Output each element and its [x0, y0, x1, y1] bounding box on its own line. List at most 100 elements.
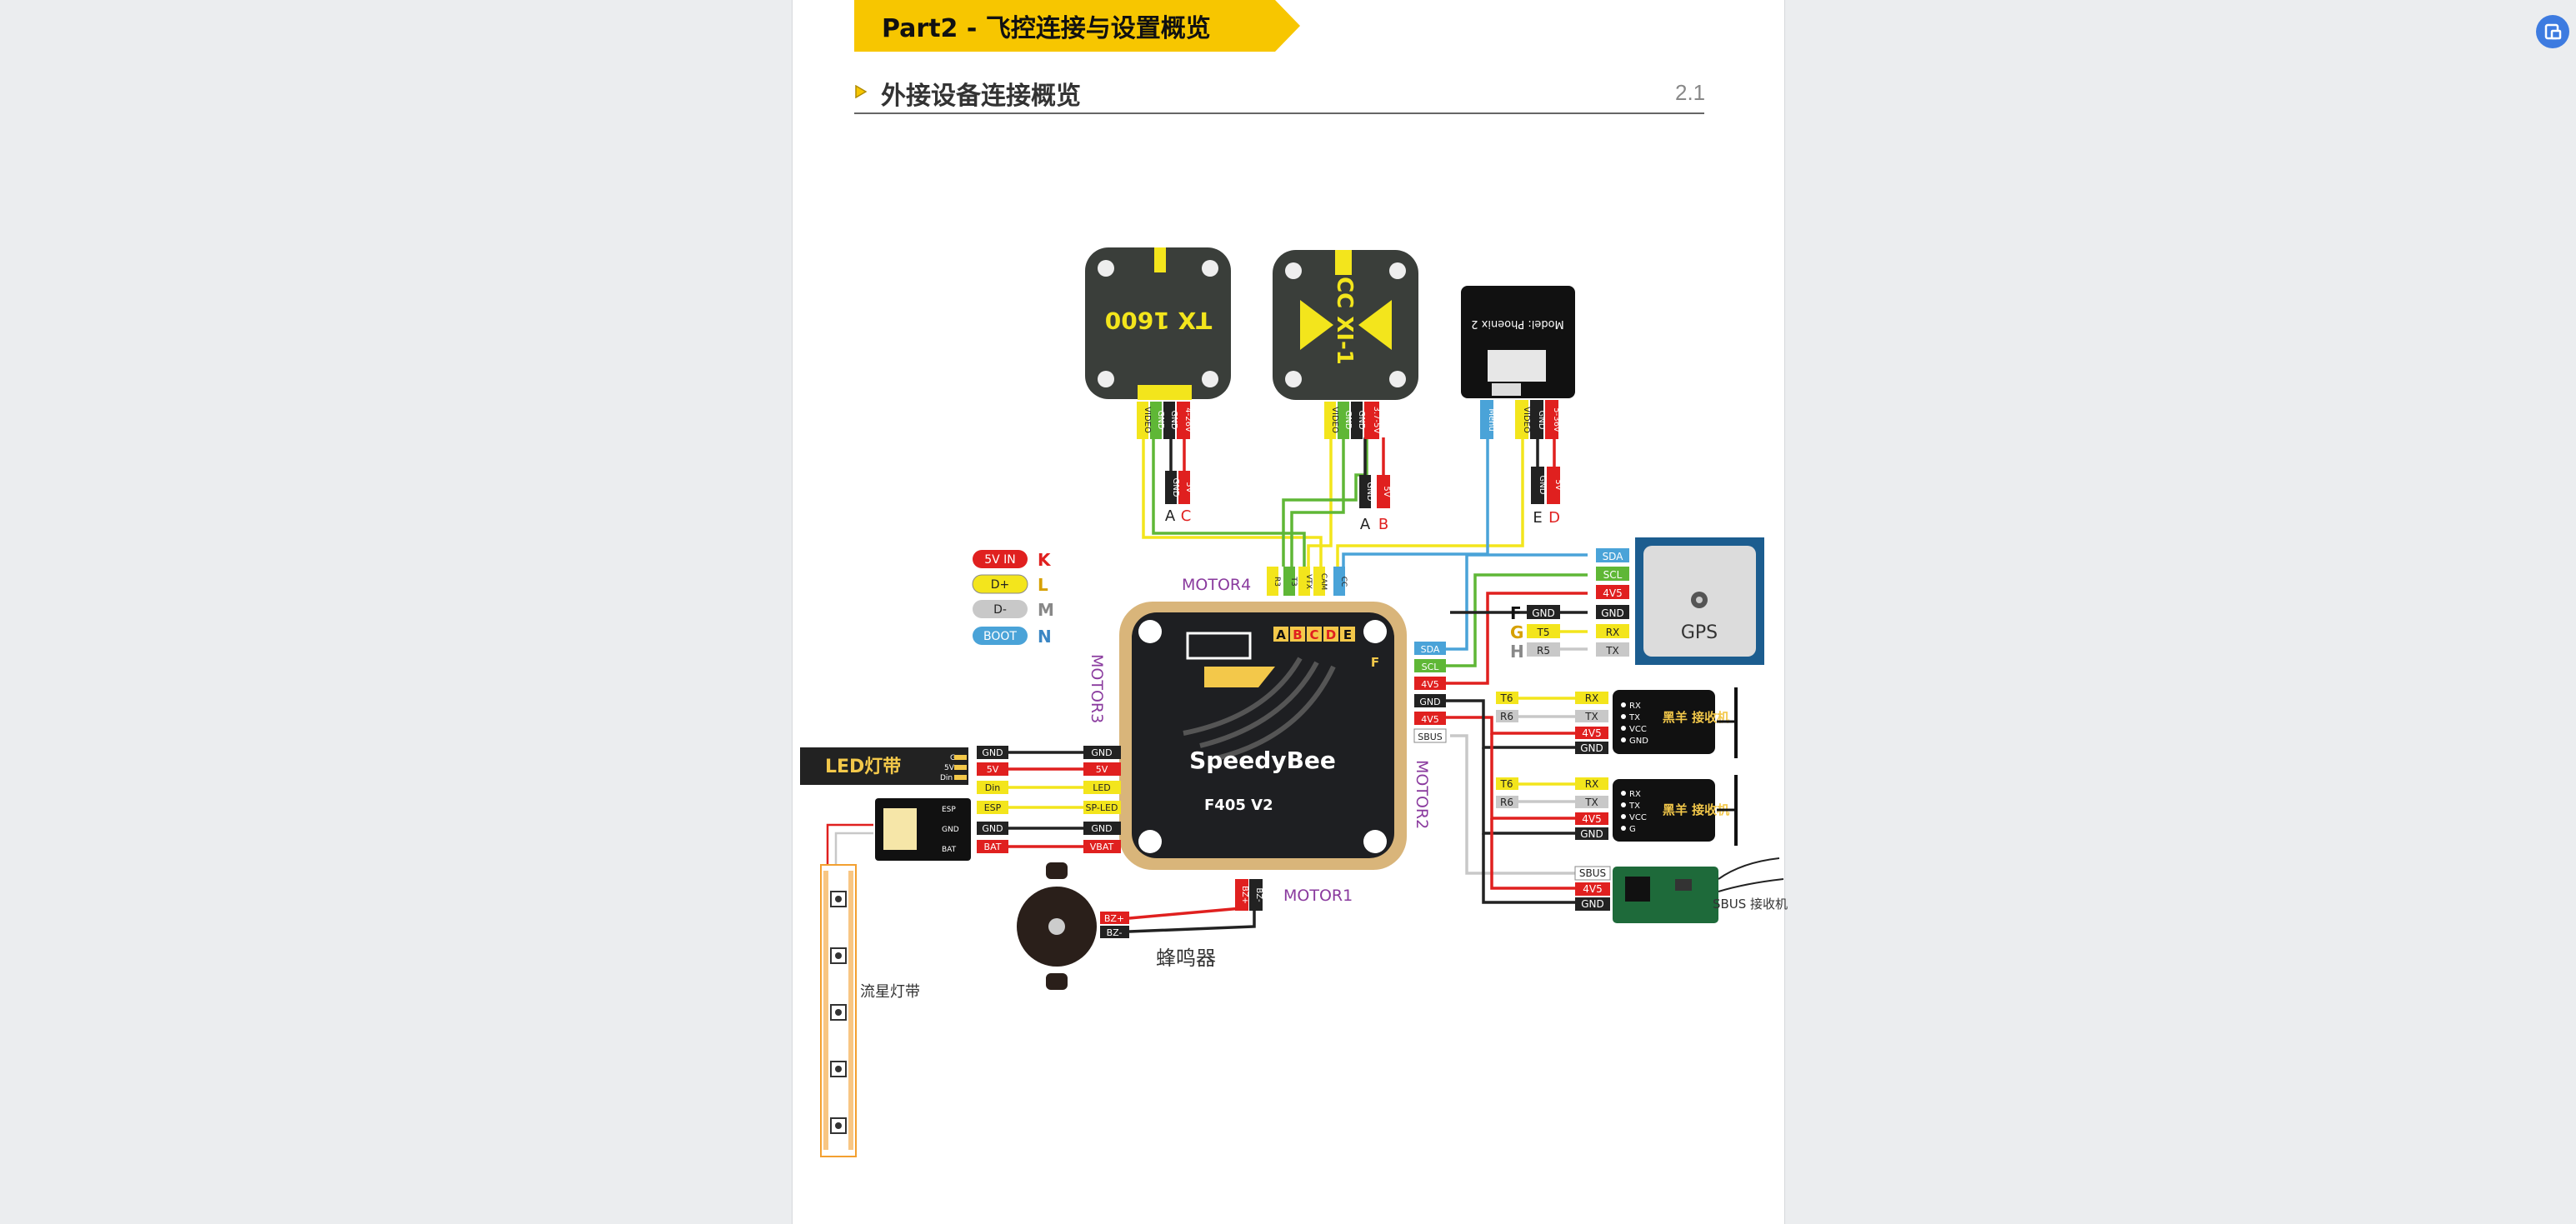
receiver-1: T6 R6 RX TX 4V5 GND RX TX VCC GND 黑羊 接收机 — [1496, 687, 1738, 758]
fc-top-pads: R3 T3 VTX CAM CC — [1267, 567, 1348, 596]
gps-letter-h: H — [1510, 642, 1524, 662]
camera-lead-5v: 5V — [1553, 479, 1563, 490]
led-wire-right-1: GND — [1091, 747, 1112, 758]
meteor-strip-label: 流星灯带 — [860, 983, 920, 1001]
section-arrow-icon — [855, 85, 867, 98]
vtx2-pin-video: VIDEO — [1330, 407, 1339, 433]
rx2-module-pin-g: G — [1629, 825, 1636, 834]
rx1-module-pin-tx: TX — [1628, 713, 1640, 722]
rx2-label: 黑羊 接收机 — [1663, 802, 1729, 817]
gps-pin-sda: SDA — [1603, 551, 1624, 562]
led-wire-right-4: SP-LED — [1086, 802, 1118, 813]
rx2-pin-tx: TX — [1584, 797, 1598, 808]
vtx1-letter-c: C — [1181, 507, 1192, 525]
led-wire-left-4: ESP — [984, 802, 1002, 813]
receiver-2: T6 R6 RX TX 4V5 GND RX TX VCC G 黑羊 接收机 — [1496, 775, 1738, 846]
rx1-module-pin-vcc: VCC — [1629, 725, 1647, 734]
fc-pad-vtx: VTX — [1304, 574, 1313, 589]
legend-letter-k: K — [1038, 550, 1052, 570]
buzzer-pin-minus: BZ- — [1107, 927, 1123, 938]
rx2-fc-pad-t6: T6 — [1500, 778, 1513, 790]
fc-pad-r3: R3 — [1273, 577, 1281, 587]
fc-pad-sbus: SBUS — [1418, 732, 1443, 742]
fc-letter-c: C — [1309, 627, 1318, 642]
sbus-pin-gnd: GND — [1581, 898, 1604, 910]
led-wire-left-3: Din — [985, 782, 1001, 793]
vtx1-letter-a: A — [1165, 507, 1176, 525]
vtx2-letter-b: B — [1378, 516, 1388, 533]
fc-pad-gnd: GND — [1419, 697, 1440, 707]
fc-model: F405 V2 — [1204, 797, 1273, 814]
legend-letter-l: L — [1038, 575, 1048, 595]
sbus-pin-sbus: SBUS — [1579, 867, 1606, 879]
rx2-module-pin-vcc: VCC — [1629, 813, 1647, 822]
rx2-module-pin-rx: RX — [1629, 790, 1641, 799]
rx2-fc-pad-r6: R6 — [1500, 797, 1513, 808]
fc-letter-a: A — [1276, 627, 1286, 642]
fc-side-letter-f: F — [1371, 655, 1379, 670]
vtx1-pin-gnd-b: GND — [1169, 411, 1178, 430]
rx1-fc-pad-r6: R6 — [1500, 711, 1513, 722]
led-strip-pin-5v: 5V — [944, 764, 955, 772]
vtx-cc: CC XI-1 — [1273, 250, 1418, 400]
led-strip-pin-din: Din — [940, 774, 953, 782]
gps-pin-tx: TX — [1605, 645, 1619, 657]
fc-pad-scl: SCL — [1422, 662, 1440, 672]
led-wire-right-5: GND — [1091, 823, 1112, 834]
camera-phoenix: Model: Phoenix 2 — [1461, 286, 1575, 398]
camera-pin-menu: Menu — [1487, 408, 1496, 431]
led-strip: LED灯带 G 5V Din — [800, 747, 968, 785]
rx2-pin-rx: RX — [1585, 778, 1599, 790]
motor2-label: MOTOR2 — [1413, 760, 1431, 829]
led-wire-right-6: VBAT — [1090, 842, 1114, 852]
vtx1-pin-video: VIDEO — [1143, 407, 1152, 433]
meteor-strip: 流星灯带 — [820, 864, 920, 1157]
rx2-pin-gnd: GND — [1580, 828, 1603, 840]
rx1-module-pin-rx: RX — [1629, 702, 1641, 711]
buzzer-label: 蜂鸣器 — [1156, 947, 1216, 970]
vtx2-letter-a: A — [1360, 516, 1371, 533]
vtx1-lead-5v: 5V — [1184, 482, 1193, 492]
rx1-label: 黑羊 接收机 — [1663, 710, 1729, 725]
vtx2-pin-power: 3.7-5V — [1372, 407, 1381, 434]
gps-fc-pad-r5: R5 — [1537, 645, 1550, 657]
legend-pad-5vin: 5V IN — [984, 553, 1016, 567]
rx2-pin-4v5: 4V5 — [1582, 813, 1601, 825]
section-number: 2.1 — [1675, 80, 1706, 105]
gps-module: GPS — [1635, 537, 1764, 665]
led-module-pin-esp: ESP — [942, 806, 956, 814]
floating-action-button[interactable] — [2536, 15, 2569, 48]
rx1-pin-4v5: 4V5 — [1582, 727, 1601, 739]
gps-letter-f: F — [1510, 603, 1522, 623]
gps-pin-scl: SCL — [1603, 569, 1623, 581]
led-harness-labels: GND 5V Din ESP GND BAT GND 5V LED SP-LED… — [977, 746, 1121, 853]
rx1-pin-gnd: GND — [1580, 742, 1603, 754]
led-module-pin-bat: BAT — [942, 846, 957, 854]
vtx2-lead-gnd: GND — [1365, 482, 1374, 502]
section-title: 外接设备连接概览 — [881, 82, 1081, 111]
gps-fc-pad-gnd: GND — [1532, 607, 1555, 619]
part-banner — [854, 0, 1300, 52]
motor3-label: MOTOR3 — [1088, 654, 1106, 723]
legend-pad-dplus: D+ — [991, 578, 1010, 592]
fc-pad-cc: CC — [1339, 577, 1348, 587]
fc-pad-bz-minus: BZ- — [1254, 887, 1263, 902]
led-wire-left-5: GND — [982, 823, 1003, 834]
motor1-label: MOTOR1 — [1283, 887, 1353, 905]
rx1-pin-rx: RX — [1585, 692, 1599, 704]
camera-lead-gnd: GND — [1538, 476, 1547, 495]
camera-pins: Menu VIDEO GND 5-36V GND 5V E D — [1480, 400, 1563, 527]
fc-pad-bz-plus: BZ+ — [1240, 886, 1249, 904]
motor4-label: MOTOR4 — [1182, 576, 1251, 594]
vtx1-pin-gnd-a: GND — [1156, 411, 1165, 430]
buzzer-pin-plus: BZ+ — [1104, 913, 1124, 924]
vtx2-board-text: CC XI-1 — [1332, 277, 1357, 365]
led-strip-label: LED灯带 — [825, 757, 901, 777]
section-divider — [854, 112, 1704, 114]
legend-letter-n: N — [1038, 627, 1052, 647]
gps-pins: SDA SCL 4V5 GND RX TX GND T5 R5 F G H — [1510, 548, 1629, 662]
camera-pin-power: 5-36V — [1552, 407, 1561, 432]
gps-pin-gnd: GND — [1601, 607, 1624, 619]
led-wire-left-1: GND — [982, 747, 1003, 758]
